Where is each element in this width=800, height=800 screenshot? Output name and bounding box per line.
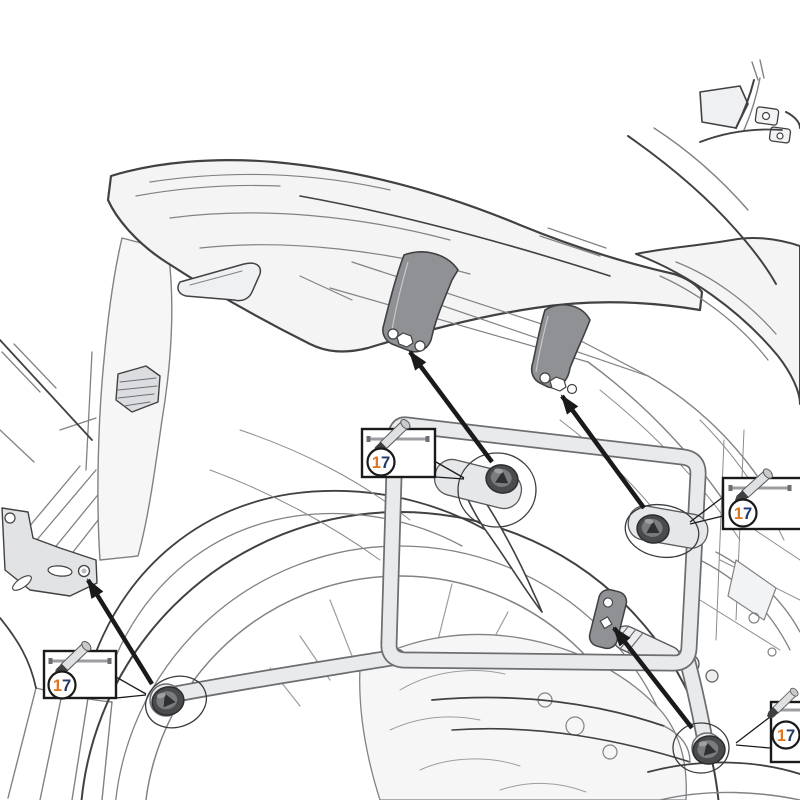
number-plate-lines bbox=[0, 617, 113, 800]
install-arrows bbox=[86, 350, 694, 730]
subframe-edge bbox=[0, 339, 93, 441]
seat-line bbox=[299, 195, 611, 277]
engine-cases bbox=[359, 633, 687, 800]
part-number-text: 17 bbox=[734, 505, 752, 523]
callout-rear-lower: 17 bbox=[764, 686, 800, 764]
callout-rear-upper: 17 bbox=[721, 466, 800, 531]
handlebar-cluster bbox=[699, 59, 800, 144]
rear-lower-halo bbox=[672, 722, 730, 774]
fuel-tank bbox=[635, 237, 800, 405]
motorcycle-line-art bbox=[0, 59, 800, 800]
fasteners bbox=[144, 452, 730, 774]
front-lower-arrow bbox=[86, 578, 154, 686]
fender-tip bbox=[459, 471, 543, 613]
rear-mount-bracket bbox=[530, 304, 591, 395]
part-number-text: 17 bbox=[372, 454, 390, 472]
part-number-badge bbox=[728, 498, 758, 528]
front-upper-arrow bbox=[408, 350, 494, 464]
front-mount-bracket bbox=[382, 251, 459, 353]
pillion-bracket bbox=[699, 551, 800, 657]
front-lower-halo bbox=[144, 675, 208, 729]
rear-lower-arrow bbox=[612, 626, 694, 730]
part-number-badge bbox=[366, 447, 396, 477]
rear-upper-halo bbox=[624, 503, 700, 559]
part-number-text: 17 bbox=[53, 677, 71, 695]
grab-slot bbox=[177, 262, 262, 302]
plate-holder-bracket bbox=[1, 507, 98, 597]
exhaust-lines bbox=[647, 761, 800, 800]
tank-lines bbox=[659, 261, 777, 361]
callout-front-upper: 17 bbox=[360, 417, 437, 479]
front-upper-halo bbox=[457, 452, 537, 528]
part-number-badge bbox=[47, 670, 77, 700]
front-cowl bbox=[627, 127, 777, 285]
frame-tubes bbox=[587, 361, 761, 511]
leader-lines bbox=[115, 461, 771, 749]
mirror-icon bbox=[699, 85, 749, 129]
part-number-text: 17 bbox=[777, 727, 795, 745]
taillight-block bbox=[115, 365, 161, 413]
rear-fender bbox=[95, 471, 543, 657]
callout-front-lower: 17 bbox=[42, 639, 118, 700]
rear-upper-arrow bbox=[560, 394, 646, 510]
